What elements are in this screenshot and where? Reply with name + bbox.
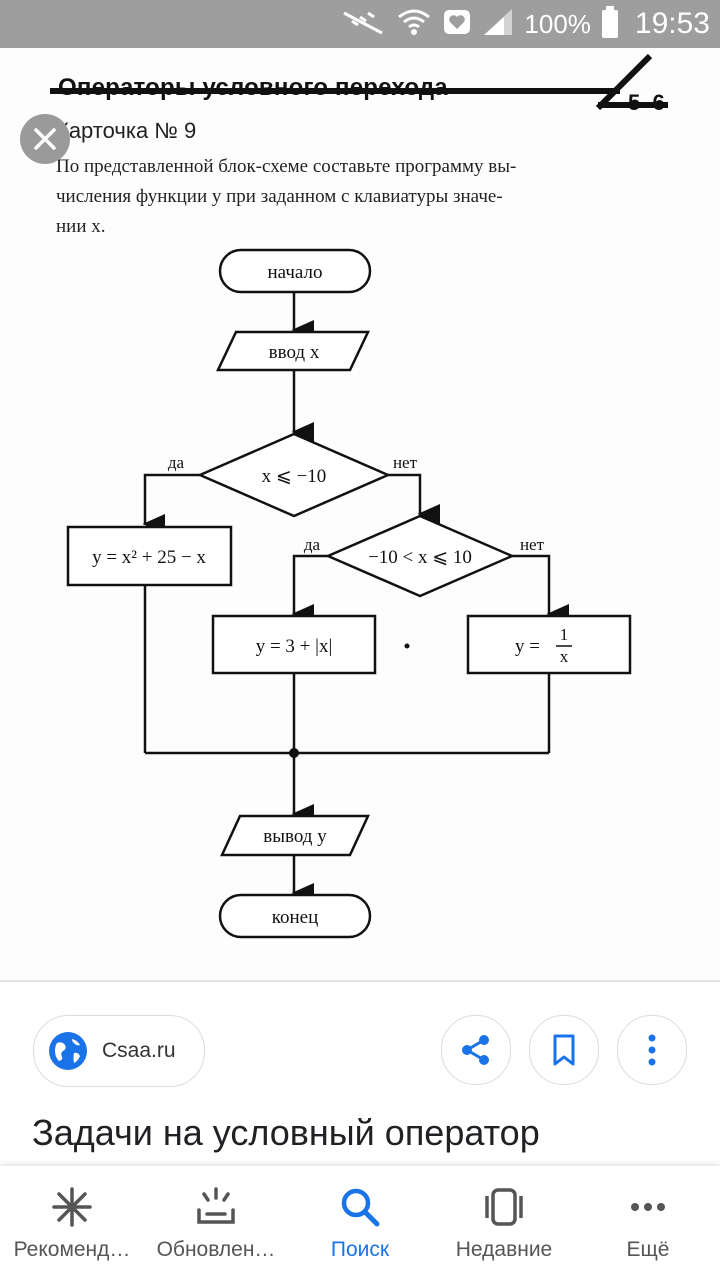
condition-2-no: нет (520, 535, 545, 554)
nav-label: Обновлен… (156, 1238, 276, 1261)
stray-dot (404, 643, 410, 649)
nav-label: Рекоменд… (13, 1238, 131, 1261)
condition-1-yes: да (168, 453, 185, 472)
wifi-icon (396, 7, 432, 42)
sparkle-icon (52, 1187, 92, 1227)
bookmark-button[interactable] (529, 1015, 599, 1085)
merge-dot (289, 748, 299, 758)
flowchart: начало ввод x x ⩽ −10 да нет −10 < x ⩽ 1… (66, 248, 632, 939)
condition-2-yes: да (304, 535, 321, 554)
nav-label: Недавние (455, 1238, 553, 1261)
input-block (216, 330, 370, 372)
nav-updates[interactable]: Обновлен… (144, 1166, 288, 1280)
branch-3-numerator: 1 (560, 625, 569, 644)
clock: 19:53 (634, 7, 710, 40)
battery-percent: 100% (524, 8, 591, 39)
bookmark-icon (553, 1034, 575, 1066)
share-icon (462, 1035, 489, 1065)
branch-3-block (466, 614, 632, 675)
decision-1 (196, 432, 392, 518)
branch-2-label: y = 3 + |x| (256, 636, 333, 657)
nav-recommendations[interactable]: Рекоменд… (0, 1166, 144, 1280)
task-text: По представленной блок-схеме составьте п… (56, 152, 686, 242)
branch-1-label: y = x² + 25 − x (92, 547, 206, 568)
battery-icon (601, 5, 619, 43)
share-button[interactable] (441, 1015, 511, 1085)
divider (0, 980, 720, 982)
output-block (220, 814, 370, 857)
status-bar: 100% 19:53 (0, 0, 720, 48)
signal-icon (482, 7, 514, 42)
task-line: числения функции y при заданном с клавиа… (56, 186, 503, 207)
end-label: конец (272, 907, 319, 928)
task-line: По представленной блок-схеме составьте п… (56, 156, 517, 177)
section-title: Операторы условного перехода (58, 74, 448, 101)
branch-3-denominator: x (560, 647, 569, 666)
branch-1-block (66, 525, 233, 587)
start-label: начало (268, 262, 323, 283)
mute-icon (340, 7, 386, 42)
close-button[interactable] (20, 114, 70, 164)
more-vert-icon (648, 1034, 656, 1066)
header-rule (50, 88, 620, 94)
source-name: Csaa.ru (102, 1039, 176, 1062)
search-icon (341, 1188, 380, 1227)
output-label: вывод y (263, 826, 327, 847)
nav-label: Ещё (626, 1238, 670, 1261)
updates-icon (197, 1187, 235, 1224)
nav-recent[interactable]: Недавние (432, 1166, 576, 1280)
nav-search[interactable]: Поиск (288, 1166, 432, 1280)
bottom-navigation: Рекоменд… Обновлен… Поиск Недавние Ещё (0, 1166, 720, 1280)
close-icon (34, 128, 56, 150)
recent-tabs-icon (485, 1188, 523, 1226)
nav-label: Поиск (330, 1238, 390, 1261)
end-terminator (218, 893, 372, 939)
condition-1-no: нет (393, 453, 418, 472)
more-options-button[interactable] (617, 1015, 687, 1085)
image-viewer[interactable]: Операторы условного перехода 5–6 Карточк… (0, 48, 720, 980)
result-title[interactable]: Задачи на условный оператор (32, 1112, 540, 1153)
header-slant (595, 53, 668, 111)
source-chip[interactable]: Csaa.ru (33, 1015, 205, 1087)
more-horiz-icon (631, 1203, 665, 1211)
page-reference: 5–6 (628, 90, 665, 115)
globe-icon (49, 1032, 87, 1070)
input-label: ввод x (269, 342, 320, 363)
card-title: Карточка № 9 (56, 118, 197, 143)
task-line: нии x. (56, 216, 106, 237)
branch-3-lhs: y = (515, 636, 540, 657)
condition-2-label: −10 < x ⩽ 10 (368, 547, 472, 568)
condition-1-label: x ⩽ −10 (262, 466, 327, 487)
decision-2 (324, 514, 516, 598)
nav-more[interactable]: Ещё (576, 1166, 720, 1280)
heart-icon (442, 7, 472, 42)
scanned-page: Операторы условного перехода 5–6 Карточк… (0, 48, 720, 980)
